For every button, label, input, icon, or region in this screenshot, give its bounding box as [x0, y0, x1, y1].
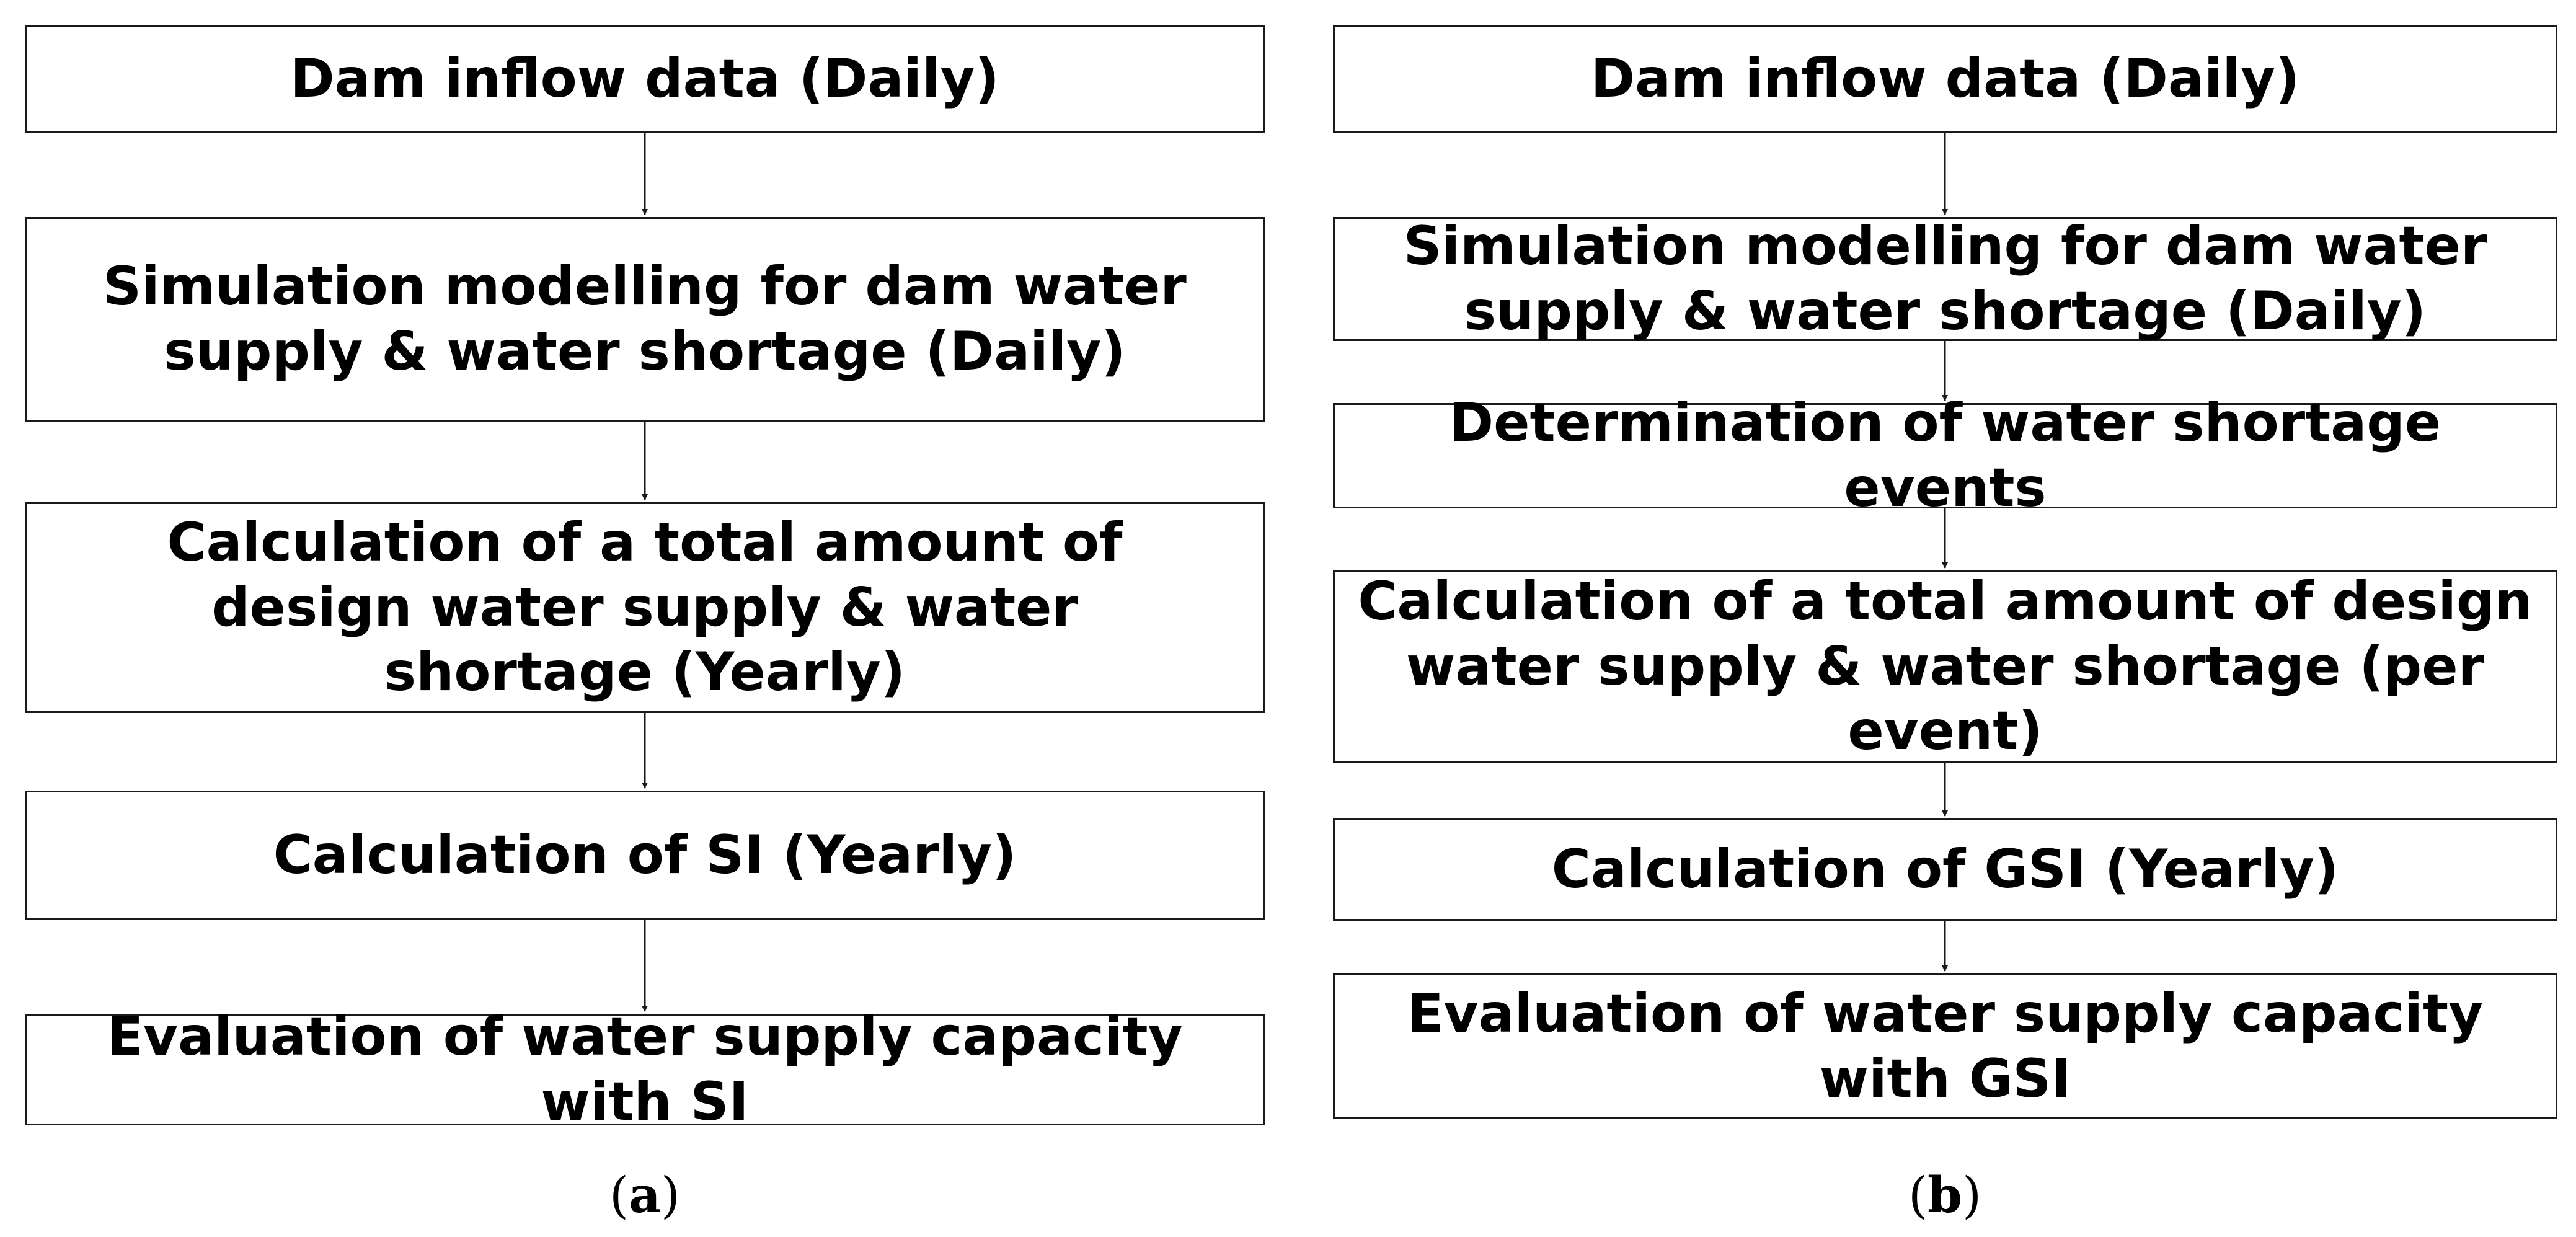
caption-a-open: ( [609, 1166, 629, 1224]
caption-b: (b) [1852, 1166, 2038, 1224]
caption-b-letter: b [1928, 1166, 1962, 1224]
panel-a-step-1: Dam inflow data (Daily) [25, 25, 1265, 133]
panel-b-step-1: Dam inflow data (Daily) [1333, 25, 2557, 133]
caption-b-close: ) [1962, 1166, 1982, 1224]
panel-a-step-3: Calculation of a total amount of design … [25, 502, 1265, 713]
panel-b-step-2: Simulation modelling for dam water suppl… [1333, 215, 2557, 342]
caption-b-open: ( [1908, 1166, 1928, 1224]
caption-a-letter: a [629, 1166, 661, 1224]
panel-b-step-5: Calculation of GSI (Yearly) [1333, 818, 2557, 921]
panel-b-step-6: Evaluation of water supply capacity with… [1333, 973, 2557, 1119]
panel-a-step-5: Evaluation of water supply capacity with… [25, 1006, 1265, 1133]
panel-b-step-4: Calculation of a total amount of design … [1333, 570, 2557, 763]
caption-a: (a) [552, 1166, 738, 1224]
panel-a-step-2: Simulation modelling for dam water suppl… [25, 217, 1265, 422]
panel-a-step-4: Calculation of SI (Yearly) [25, 791, 1265, 920]
caption-a-close: ) [660, 1166, 681, 1224]
